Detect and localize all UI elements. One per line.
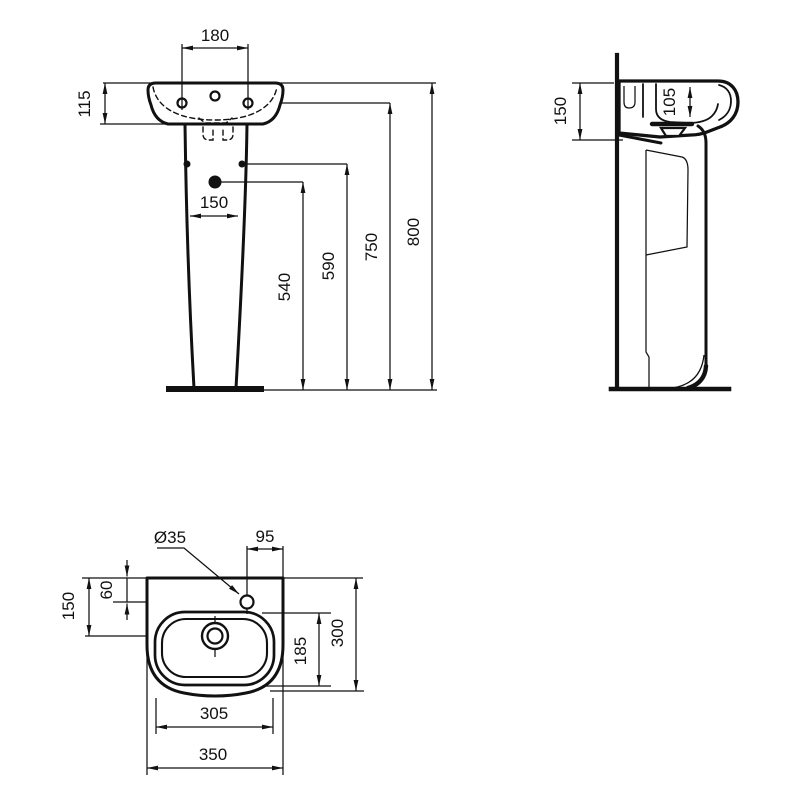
pedestal-left-edge xyxy=(183,122,196,390)
drain-recess-hidden-outline xyxy=(198,117,233,124)
dim-pedestal-width: 150 xyxy=(190,193,238,219)
dim-tap-hole-centres: 180 xyxy=(181,26,249,110)
pedestal-right-edge xyxy=(234,122,249,390)
overflow-hole xyxy=(209,90,221,102)
outlet-trap xyxy=(659,126,688,138)
dim-basin-rim-depth: 115 xyxy=(75,83,166,125)
front-view: 180 115 150 540 590 750 8 xyxy=(75,26,437,392)
dim-overall-width: 350 xyxy=(147,745,283,771)
pedestal-front-edge xyxy=(696,124,708,369)
bowl-outer-rim xyxy=(153,610,276,687)
pedestal-fixing-hole-left xyxy=(183,160,191,168)
pedestal-base xyxy=(166,386,264,392)
rim-inner-section-line xyxy=(718,84,732,121)
dim-text-95: 95 xyxy=(256,527,275,546)
dim-overall-depth: 300 xyxy=(270,578,364,692)
dim-text-dia35: Ø35 xyxy=(154,528,186,547)
basin-side-profile xyxy=(617,79,740,139)
dim-text-105: 105 xyxy=(660,88,679,116)
dim-text-300: 300 xyxy=(328,619,347,647)
dim-bowl-inner-depth: 105 xyxy=(660,87,693,117)
fixing-bracket xyxy=(623,86,636,109)
dim-text-590: 590 xyxy=(319,252,338,280)
dim-text-150-side: 150 xyxy=(551,97,570,125)
leader-line xyxy=(157,547,240,595)
dim-bowl-width: 305 xyxy=(155,698,274,734)
pedestal-fixing-hole-right xyxy=(238,160,246,168)
dim-text-800: 800 xyxy=(404,218,423,246)
basin-front-outline xyxy=(146,81,285,126)
dim-wall-to-drain: 150 xyxy=(59,578,92,636)
dim-text-60: 60 xyxy=(97,581,116,600)
dim-text-305: 305 xyxy=(200,704,228,723)
dim-tap-hole-diameter: Ø35 xyxy=(154,528,240,595)
plan-view: Ø35 95 60 150 185 300 xyxy=(59,527,364,775)
dim-tap-hole-offset: 95 xyxy=(247,527,283,552)
pedestal-drain-hole xyxy=(208,175,222,189)
dim-wall-to-tap: 60 xyxy=(97,560,130,620)
drain-inner-circle xyxy=(206,627,224,645)
dim-text-185: 185 xyxy=(291,637,310,665)
dim-text-540: 540 xyxy=(275,273,294,301)
dim-bowl-front-to-back: 185 xyxy=(262,612,331,687)
trap-hidden-outline-right xyxy=(222,126,234,141)
dim-text-750: 750 xyxy=(362,233,381,261)
dim-overall-height: 800 xyxy=(404,83,435,390)
bowl-hidden-outline xyxy=(152,86,278,121)
dim-fixing-hole-height: 590 xyxy=(319,164,350,390)
pedestal-back-contour xyxy=(645,150,650,388)
dim-text-150: 150 xyxy=(200,193,228,212)
dim-text-350: 350 xyxy=(199,745,227,764)
dim-text-115: 115 xyxy=(75,90,94,117)
pedestal-panel-contour xyxy=(645,149,689,256)
side-view: 150 105 xyxy=(551,52,740,392)
dim-basin-underside-height: 750 xyxy=(362,103,393,390)
dim-text-150-plan: 150 xyxy=(59,592,78,620)
dim-text-180: 180 xyxy=(201,26,229,45)
pedestal-foot-contour xyxy=(671,354,705,389)
basin-underside-line xyxy=(617,133,663,145)
bowl-section-line xyxy=(655,83,719,124)
trap-hidden-outline-left xyxy=(202,126,214,141)
dim-front-edge-drop: 150 xyxy=(551,82,623,141)
pedestal-foot-edge xyxy=(685,363,709,391)
dim-drain-centre-height: 540 xyxy=(275,182,306,390)
tap-hole-circle xyxy=(239,594,255,610)
